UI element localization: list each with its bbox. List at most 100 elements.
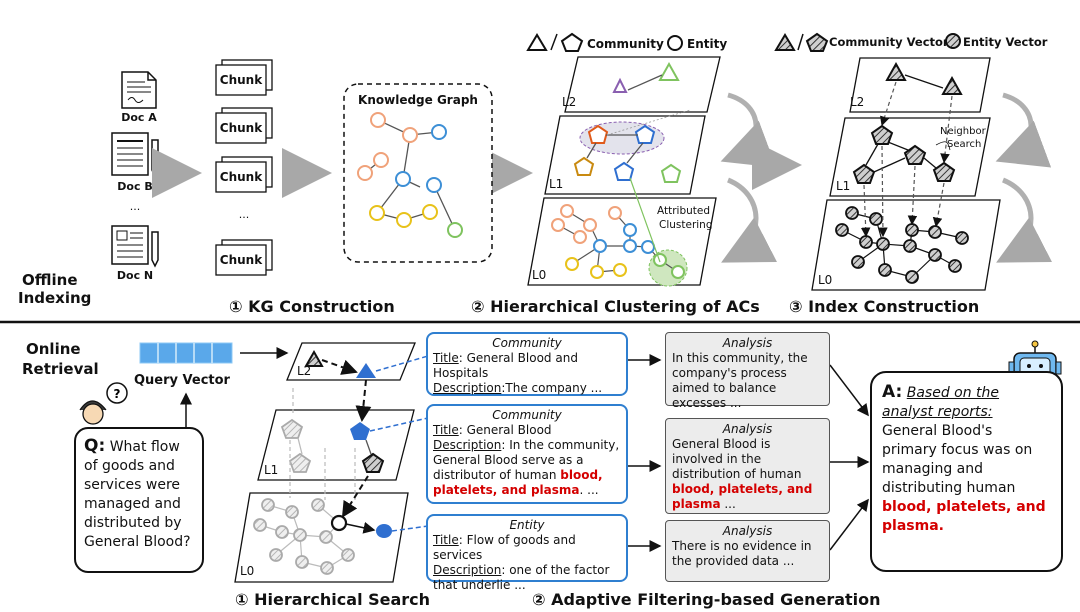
- report-connectors: [369, 355, 429, 532]
- answer-box: A: Based on the analyst reports: General…: [870, 371, 1063, 572]
- index-mapping-lines: [860, 81, 953, 238]
- report-title: : Flow of goods and services: [433, 533, 576, 562]
- report-heading: Entity: [509, 518, 545, 532]
- report-heading: Community: [492, 408, 562, 422]
- analysis-note-3: Analysis There is no evidence in the pro…: [665, 520, 830, 582]
- doc-b-label: Doc B: [117, 180, 152, 193]
- index-layer-l1: [829, 117, 991, 197]
- report-description: :The company ...: [501, 381, 603, 395]
- community-report-l2: Community Title: General Blood and Hospi…: [426, 332, 628, 396]
- index-label-l0: L0: [818, 273, 832, 287]
- analysis-heading: Analysis: [722, 422, 773, 436]
- description-label: Description: [433, 438, 502, 452]
- index-layer-l2: [849, 57, 991, 113]
- question-first-line: What flow: [109, 439, 180, 455]
- online-label-2: Retrieval: [22, 360, 99, 378]
- analysis-note-2: Analysis General Blood is involved in th…: [665, 418, 830, 514]
- chunk-ellipsis: ...: [239, 208, 250, 221]
- search-label-l2: L2: [297, 364, 311, 378]
- search-path: [321, 359, 372, 518]
- question-text: of goods and services were managed and d…: [84, 458, 191, 550]
- doc-ellipsis: ...: [130, 200, 141, 213]
- chunk-stack-4: [215, 239, 273, 276]
- query-vector-icon: [139, 342, 233, 364]
- clustering-label: Clustering: [659, 219, 713, 231]
- title-label: Title: [433, 533, 459, 547]
- index-label-l2: L2: [850, 95, 864, 109]
- analysis-heading: Analysis: [722, 524, 773, 538]
- legend-entity-vector-icon: [945, 33, 961, 49]
- report-heading: Community: [492, 336, 562, 350]
- clustering-layer-l1: [544, 115, 706, 195]
- legend-community-vector-icons: [774, 32, 829, 52]
- chunk-stack-2: [215, 107, 273, 144]
- doc-n-icon: [111, 225, 159, 268]
- analysis-text: In this community, the company's process…: [672, 351, 808, 410]
- legend-entity-vector-label: Entity Vector: [963, 35, 1048, 49]
- layer-label-l1: L1: [549, 177, 563, 191]
- section-hierarchical-clustering: ② Hierarchical Clustering of ACs: [471, 297, 760, 316]
- report-to-analysis-arrows: [628, 354, 662, 552]
- search-layer-l1: [257, 409, 415, 481]
- index-layer-l0: [811, 199, 1001, 291]
- analysis-note-1: Analysis In this community, the company'…: [665, 332, 830, 410]
- clustering-layer-l0: [527, 197, 717, 287]
- question-prefix: Q:: [84, 436, 106, 456]
- attributed-label: Attributed: [657, 205, 710, 217]
- doc-a-label: Doc A: [121, 111, 157, 124]
- analysis-to-answer-arrows: [829, 364, 870, 551]
- doc-n-label: Doc N: [117, 269, 153, 282]
- analysis-text: General Blood is involved in the distrib…: [672, 437, 802, 481]
- offline-label-1: Offline: [22, 271, 78, 289]
- index-label-l1: L1: [836, 179, 850, 193]
- search-label: Search: [947, 139, 981, 150]
- question-box: Q: What flow of goods and services were …: [74, 427, 204, 573]
- layer-label-l0: L0: [532, 268, 546, 282]
- community-report-l1: Community Title: General Blood Descripti…: [426, 404, 628, 504]
- legend-community-vector-label: Community Vector: [829, 35, 949, 49]
- offline-label-2: Indexing: [18, 289, 91, 307]
- report-description: : In the community, General Blood serve …: [433, 438, 620, 482]
- analysis-text-end: ...: [720, 497, 736, 511]
- description-label: Description: [433, 381, 502, 395]
- knowledge-graph: [343, 83, 493, 263]
- title-label: Title: [433, 423, 459, 437]
- neighbor-label: Neighbor: [940, 126, 987, 137]
- recursion-arrow: [720, 92, 777, 168]
- doc-a-icon: [121, 71, 157, 109]
- title-label: Title: [433, 351, 459, 365]
- answer-highlight: blood, platelets, and plasma.: [882, 499, 1046, 534]
- doc-b-icon: [111, 132, 159, 179]
- chunk-label: Chunk: [220, 121, 263, 135]
- online-label-1: Online: [26, 340, 81, 358]
- analysis-heading: Analysis: [722, 336, 773, 350]
- chunk-label: Chunk: [220, 253, 263, 267]
- section-index-construction: ③ Index Construction: [789, 297, 979, 316]
- layer-link: [606, 109, 691, 136]
- section-hierarchical-search: ① Hierarchical Search: [235, 590, 430, 609]
- analysis-text: There is no evidence in the provided dat…: [672, 539, 812, 568]
- report-title: : General Blood and Hospitals: [433, 351, 578, 380]
- search-layer-l0: [234, 492, 409, 583]
- chunk-stack-3: [215, 156, 273, 193]
- section-kg-construction: ① KG Construction: [229, 297, 395, 316]
- chunk-label: Chunk: [220, 73, 263, 87]
- chunk-stack-1: [215, 59, 273, 96]
- answer-lead: Based on the analyst reports:: [882, 385, 1000, 420]
- description-label: Description: [433, 563, 502, 577]
- search-label-l0: L0: [240, 564, 254, 578]
- report-highlight: blood, platelets, and plasma: [433, 468, 603, 497]
- recursion-arrow: [995, 92, 1052, 168]
- search-vertical-guides: [289, 388, 356, 500]
- entity-report-l0: Entity Title: Flow of goods and services…: [426, 514, 628, 592]
- report-description: : one of the factor that underlie ...: [433, 563, 610, 592]
- layer-link: [629, 177, 661, 263]
- kg-title: Knowledge Graph: [358, 93, 478, 107]
- legend-community-icons: [526, 32, 584, 52]
- svg-text:?: ?: [114, 387, 121, 401]
- clustering-layer-l2: [564, 56, 721, 113]
- layer-label-l2: L2: [562, 95, 576, 109]
- recursion-arrow: [721, 177, 778, 263]
